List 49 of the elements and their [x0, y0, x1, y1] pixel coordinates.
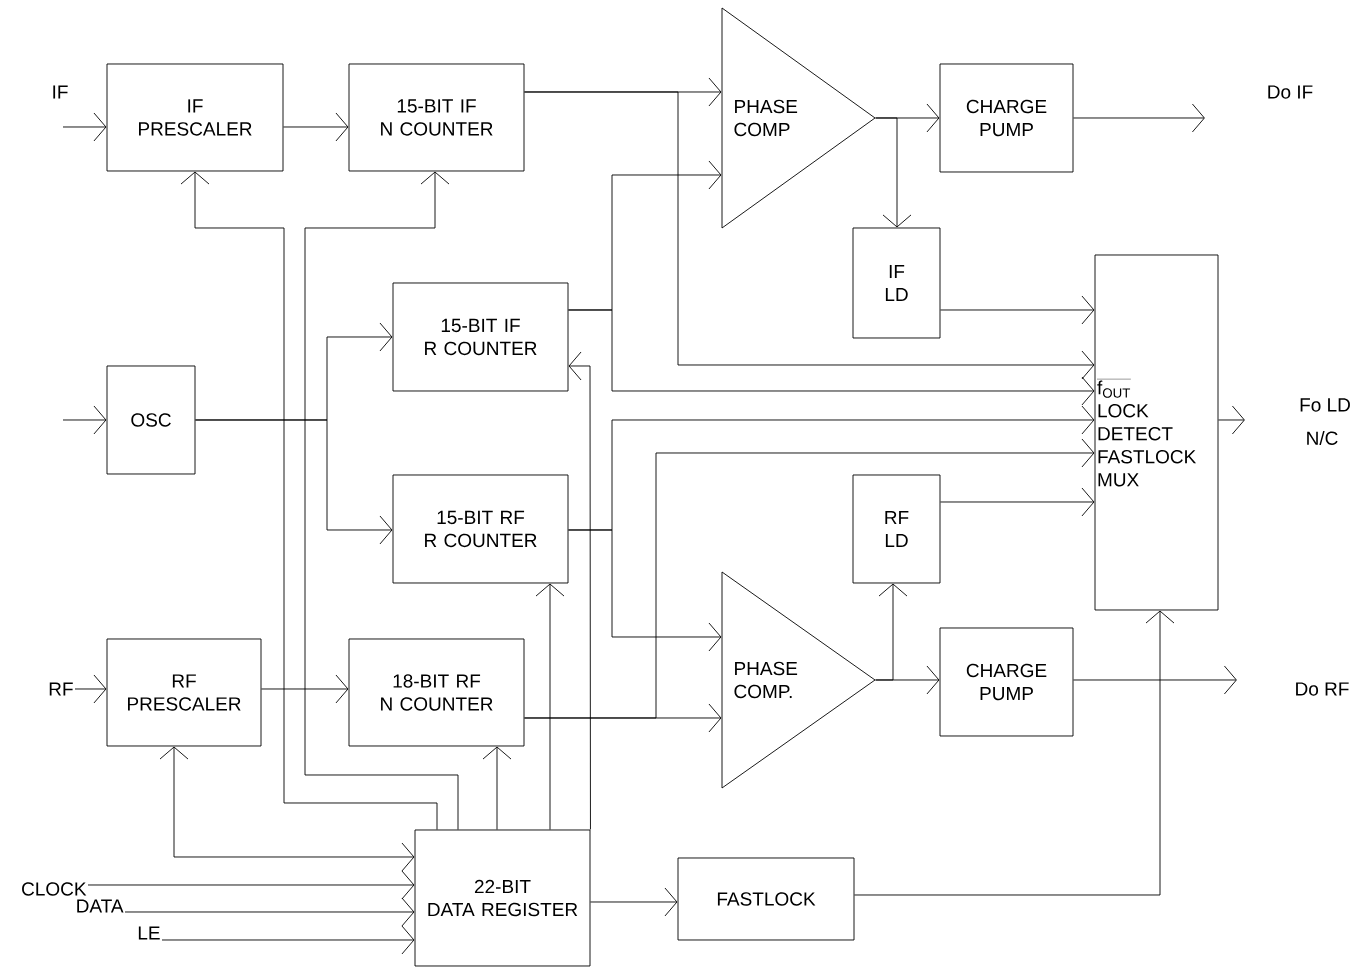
comparator-triangle: PHASE COMP. [721, 571, 876, 789]
signal-arrow [161, 925, 415, 955]
circuit-block: IF PRESCALER [106, 63, 284, 172]
circuit-block: CHARGE PUMP [939, 627, 1074, 737]
signal-arrow [940, 487, 1095, 517]
mux-block: f$_{OUT}$ LOCK DETECT FASTLOCK MUX [1094, 254, 1219, 611]
signal-name: CLOCK [22, 882, 87, 896]
signal-arrow [524, 438, 1095, 719]
signal-arrow [535, 583, 565, 830]
signal-arrow [568, 309, 1095, 406]
pin-label: Do RF [1296, 682, 1349, 696]
signal-arrow [940, 295, 1095, 325]
signal-arrow [590, 887, 678, 917]
signal-name: RF [49, 682, 73, 696]
signal-arrow [180, 171, 438, 830]
signal-arrow [854, 610, 1175, 896]
circuit-block: CHARGE PUMP [939, 63, 1074, 173]
circuit-block: 15-BIT RF R COUNTER [392, 474, 569, 584]
circuit-block: FASTLOCK [677, 857, 855, 941]
signal-arrow [875, 583, 908, 681]
circuit-block: RF PRESCALER [106, 638, 262, 747]
circuit-block: RF LD [852, 474, 941, 584]
signal-arrow [159, 746, 415, 872]
circuit-block: 15-BIT IF N COUNTER [348, 63, 525, 172]
circuit-block: IF LD [852, 227, 941, 339]
circuit-block: 18-BIT RF N COUNTER [348, 638, 525, 747]
signal-arrow [482, 746, 512, 830]
signal-arrow [261, 674, 349, 704]
circuit-block: OSC [106, 365, 196, 475]
signal-arrow [524, 91, 1095, 380]
pin-label: Fo LD [1300, 398, 1350, 412]
signal-name: LE [138, 926, 160, 940]
pin-label: N/C [1307, 431, 1338, 445]
signal-name: DATA [77, 899, 124, 913]
pin-label: IF [53, 85, 68, 99]
signal-arrow [283, 112, 349, 142]
signal-arrow [87, 870, 415, 900]
circuit-block: 15-BIT IF R COUNTER [392, 282, 569, 392]
signal-arrow [124, 897, 415, 927]
signal-arrow [1073, 103, 1205, 133]
signal-arrow [1073, 665, 1237, 695]
circuit-block: 22-BIT DATA REGISTER [414, 829, 591, 967]
pin-label: Do IF [1268, 85, 1313, 99]
signal-arrow [568, 405, 1095, 531]
signal-arrow [195, 419, 393, 545]
comparator-triangle: PHASE COMP [721, 7, 876, 229]
signal-arrow [875, 117, 912, 228]
signal-arrow [304, 171, 459, 830]
signal-arrow [568, 351, 591, 830]
